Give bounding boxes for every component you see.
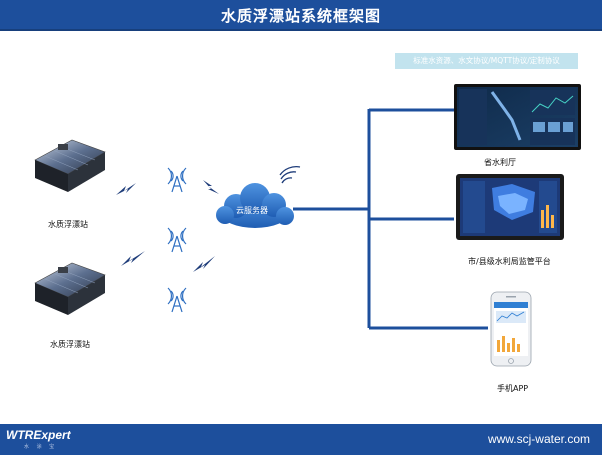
wireless-bolt-icon: [203, 180, 219, 194]
target-label-provincial: 省水利厅: [484, 158, 516, 167]
target-label-city: 市/县级水利局监管平台: [468, 257, 551, 266]
float-station-1-image: [34, 139, 106, 192]
mobile-phone-image: [490, 291, 532, 367]
wireless-bolt-icon: [121, 251, 145, 266]
cloud-wifi-icon: [279, 166, 301, 184]
cloud-label: 云服务器: [236, 206, 268, 215]
cloud-server-icon: [216, 183, 294, 228]
signal-tower-icon: [167, 287, 187, 313]
page-title: 水质浮漂站系统框架图: [220, 7, 381, 25]
website-url: www.scj-water.com: [487, 432, 590, 446]
signal-tower-icon: [167, 227, 187, 253]
float-station-2-image: [34, 262, 106, 315]
footer-bar: WTRExpert 水 涂 宝 www.scj-water.com: [0, 424, 602, 455]
city-platform-screen: [456, 174, 564, 240]
protocol-banner: 标准水资源、水文协议/MQTT协议/定制协议: [395, 53, 578, 69]
wireless-bolt-icon: [116, 183, 136, 195]
brand-logo-subtitle: 水 涂 宝: [24, 444, 58, 450]
wireless-bolt-icon: [193, 256, 215, 272]
header-bar: 水质浮漂站系统框架图: [0, 0, 602, 31]
provincial-dashboard-screen: [454, 84, 581, 150]
target-label-app: 手机APP: [497, 384, 529, 393]
station-label: 水质浮漂站: [48, 220, 88, 229]
signal-tower-icon: [167, 167, 187, 193]
connection-lines: [293, 108, 488, 330]
brand-logo: WTRExpert: [6, 428, 71, 442]
station-label: 水质浮漂站: [50, 340, 90, 349]
